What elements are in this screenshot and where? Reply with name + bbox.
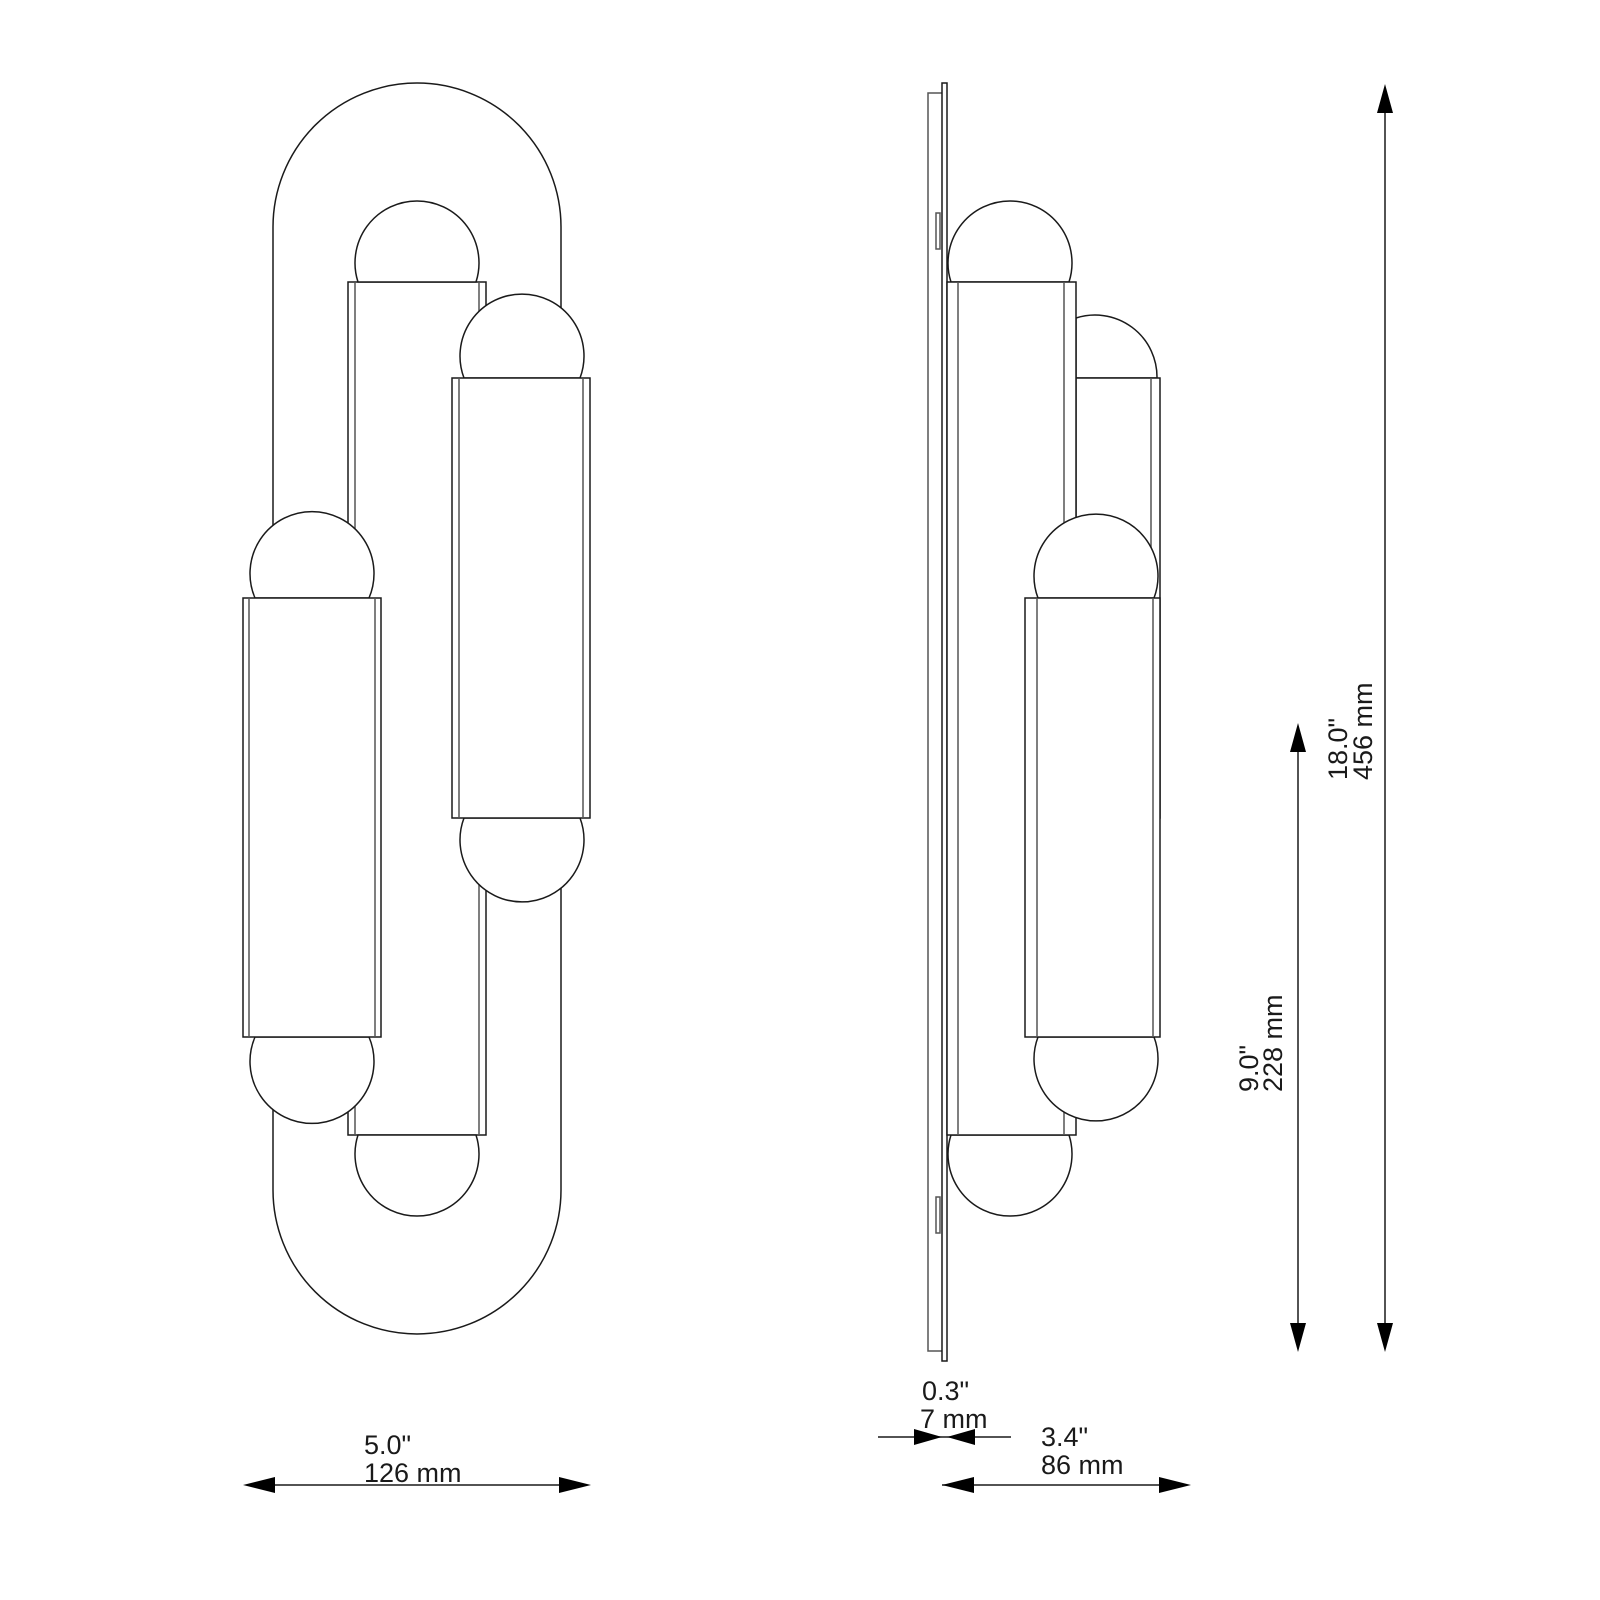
width-mm: 126 mm xyxy=(364,1458,462,1488)
bulb-icon xyxy=(1075,314,1158,379)
width-inches: 5.0" xyxy=(364,1430,411,1460)
bulb-icon xyxy=(354,1134,480,1217)
depth-inches: 3.4" xyxy=(1041,1422,1088,1452)
bulb-icon xyxy=(947,1134,1073,1217)
bulb-icon xyxy=(1033,1036,1159,1122)
half-height-mm: 228 mm xyxy=(1258,994,1288,1092)
height-inches: 18.0" xyxy=(1323,718,1353,780)
bulb-icon xyxy=(249,510,375,599)
right-tube xyxy=(451,377,591,819)
bulb-icon xyxy=(947,200,1073,283)
height-dimension: 18.0" 456 mm xyxy=(1323,84,1393,1352)
bulb-icon xyxy=(249,1036,375,1125)
width-dimension: 5.0" 126 mm xyxy=(243,1430,591,1493)
plate-depth-mm: 7 mm xyxy=(920,1404,988,1434)
half-height-dimension: 9.0" 228 mm xyxy=(1234,723,1306,1352)
bulb-icon xyxy=(354,200,480,283)
front-view xyxy=(242,82,591,1335)
front-tube xyxy=(1024,597,1161,1038)
height-mm: 456 mm xyxy=(1348,682,1378,780)
depth-dimension: 3.4" 86 mm xyxy=(942,1422,1191,1493)
half-height-inches: 9.0" xyxy=(1234,1045,1264,1092)
bulb-icon xyxy=(1033,513,1159,599)
bulb-icon xyxy=(459,293,585,379)
plate-depth-dimension: 0.3" 7 mm xyxy=(878,1376,1011,1445)
bulb-icon xyxy=(459,817,585,903)
left-tube xyxy=(242,597,382,1038)
plate-depth-inches: 0.3" xyxy=(922,1376,969,1406)
backplate-outline xyxy=(272,82,562,1335)
side-view xyxy=(927,82,1161,1362)
depth-mm: 86 mm xyxy=(1041,1450,1124,1480)
